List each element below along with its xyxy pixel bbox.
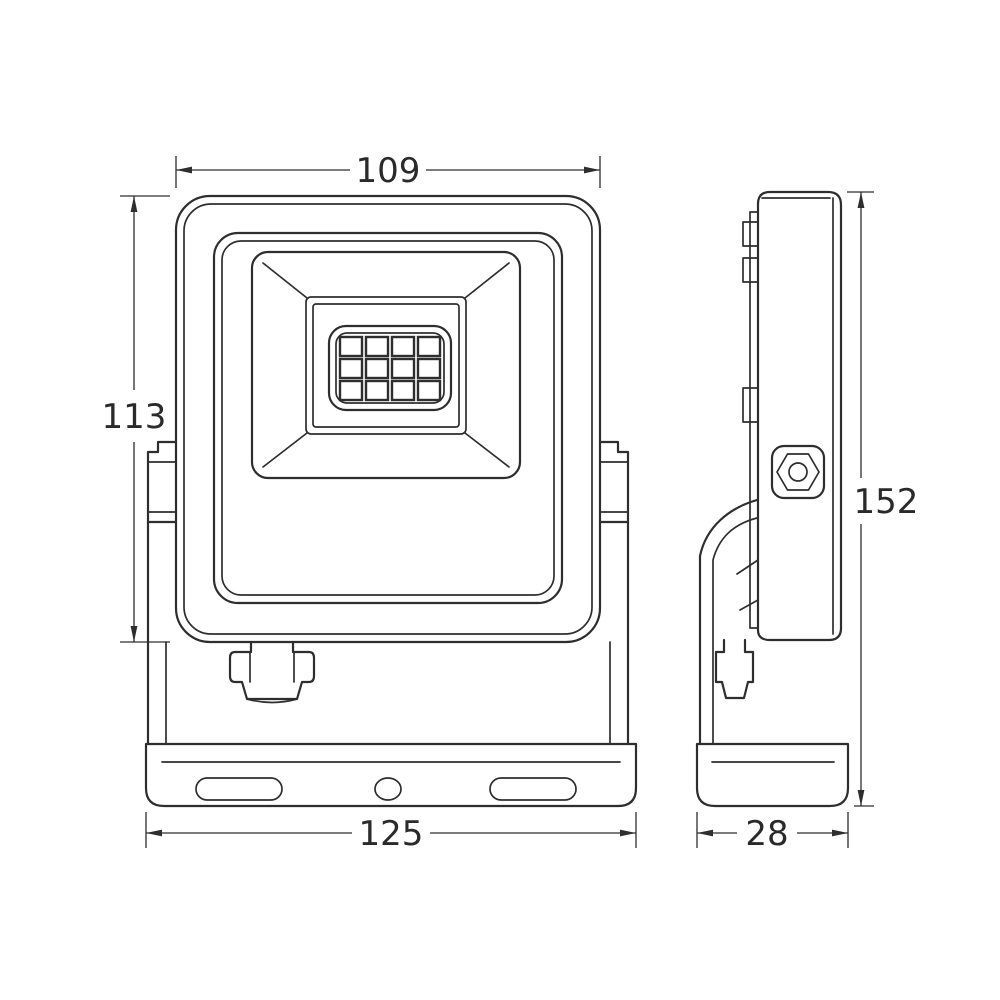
base-slot-left xyxy=(195,777,283,801)
cable-gland-side xyxy=(714,638,755,700)
dim-side-right-height: 152 xyxy=(847,191,919,807)
led-module xyxy=(327,324,453,412)
dim-label-front-bottom-width: 125 xyxy=(359,814,424,854)
bracket-knuckle-right xyxy=(598,440,630,524)
back-clip-2 xyxy=(742,257,759,283)
dim-label-side-bottom-depth: 28 xyxy=(745,814,788,854)
back-clip-1 xyxy=(742,221,759,247)
dim-label-side-right-height: 152 xyxy=(854,482,919,522)
led-chip-grid xyxy=(338,335,442,402)
bracket-knuckle-left xyxy=(146,440,178,524)
dim-label-front-left-height: 113 xyxy=(102,397,167,437)
reflector-frame xyxy=(250,250,522,480)
dim-front-bottom-width: 125 xyxy=(145,812,637,854)
dim-side-bottom-depth: 28 xyxy=(696,812,849,854)
side-back-plate xyxy=(749,211,759,629)
back-clip-3 xyxy=(742,387,759,423)
dim-front-top-width: 109 xyxy=(175,151,601,191)
dimensions: 109 113 125 152 xyxy=(102,151,919,854)
dim-label-front-top-width: 109 xyxy=(356,151,421,191)
mounting-base-side xyxy=(695,742,850,808)
pivot-bolt xyxy=(770,444,826,500)
mounting-base-front xyxy=(144,742,638,808)
front-view xyxy=(144,194,638,808)
front-bezel-outer xyxy=(212,231,564,605)
bracket-arms xyxy=(146,520,630,746)
side-body-outer xyxy=(756,190,843,642)
base-hole-center xyxy=(374,777,402,801)
front-body-inner xyxy=(183,203,593,635)
dim-front-left-height: 113 xyxy=(102,195,170,643)
bracket-arm-side xyxy=(698,498,759,746)
base-slot-right xyxy=(489,777,577,801)
cable-gland-front xyxy=(228,640,316,704)
side-view xyxy=(695,190,850,808)
front-body-outer xyxy=(174,194,602,644)
front-bezel-inner xyxy=(221,240,555,596)
